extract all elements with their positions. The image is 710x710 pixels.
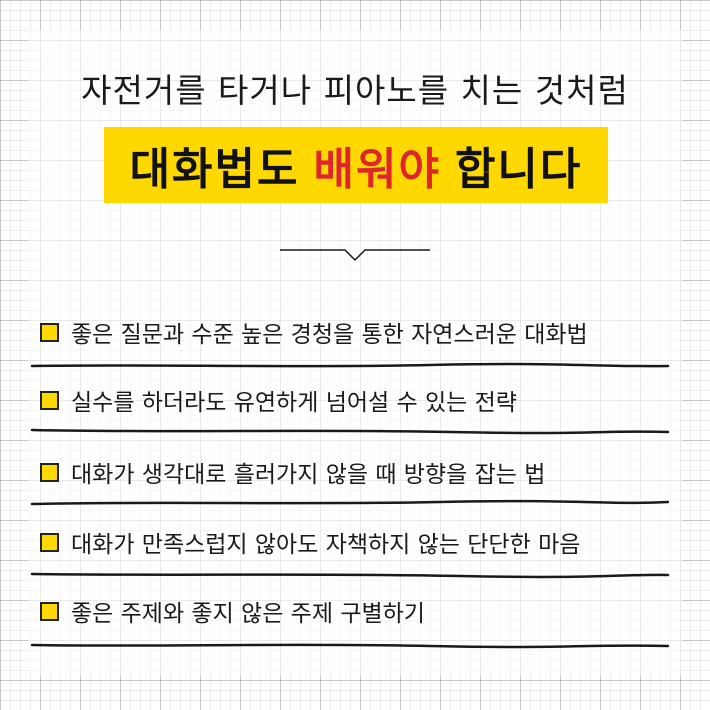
title-prefix: 대화법도 xyxy=(129,144,300,195)
underline-stroke xyxy=(30,643,670,649)
subtitle: 자전거를 타거나 피아노를 치는 것처럼 xyxy=(81,71,629,110)
list-item: 좋은 질문과 수준 높은 경청을 통한 자연스러운 대화법 xyxy=(30,312,670,352)
list-item-label: 대화가 만족스럽지 않아도 자책하지 않는 단단한 마음 xyxy=(71,532,581,558)
list-item-label: 좋은 주제와 좋지 않은 주제 구별하기 xyxy=(71,601,425,627)
yellow-square-icon xyxy=(40,462,59,482)
list-item: 대화가 생각대로 흘러가지 않을 때 방향을 잡는 법 xyxy=(30,452,670,492)
list-item-label: 좋은 질문과 수준 높은 경청을 통한 자연스러운 대화법 xyxy=(71,322,588,348)
underline-stroke xyxy=(30,428,670,435)
list-item-label: 실수를 하더라도 유연하게 넘어설 수 있는 전략 xyxy=(71,390,517,416)
list-item-label: 대화가 생각대로 흘러가지 않을 때 방향을 잡는 법 xyxy=(71,462,546,488)
yellow-square-icon xyxy=(40,601,59,621)
yellow-square-icon xyxy=(40,390,59,410)
yellow-square-icon xyxy=(40,532,59,552)
title-highlight: 배워야 xyxy=(313,144,441,195)
underline-stroke xyxy=(30,572,670,579)
title-suffix: 합니다 xyxy=(454,144,583,195)
underline-stroke xyxy=(30,362,670,368)
yellow-square-icon xyxy=(40,322,59,342)
list-item: 대화가 만족스럽지 않아도 자책하지 않는 단단한 마음 xyxy=(30,522,670,562)
divider-chevron xyxy=(280,249,430,262)
title-banner: 대화법도 배워야 합니다 xyxy=(104,127,608,203)
list-item: 좋은 주제와 좋지 않은 주제 구별하기 xyxy=(30,591,670,631)
underline-stroke xyxy=(30,499,670,506)
list-item: 실수를 하더라도 유연하게 넘어설 수 있는 전략 xyxy=(30,380,670,420)
